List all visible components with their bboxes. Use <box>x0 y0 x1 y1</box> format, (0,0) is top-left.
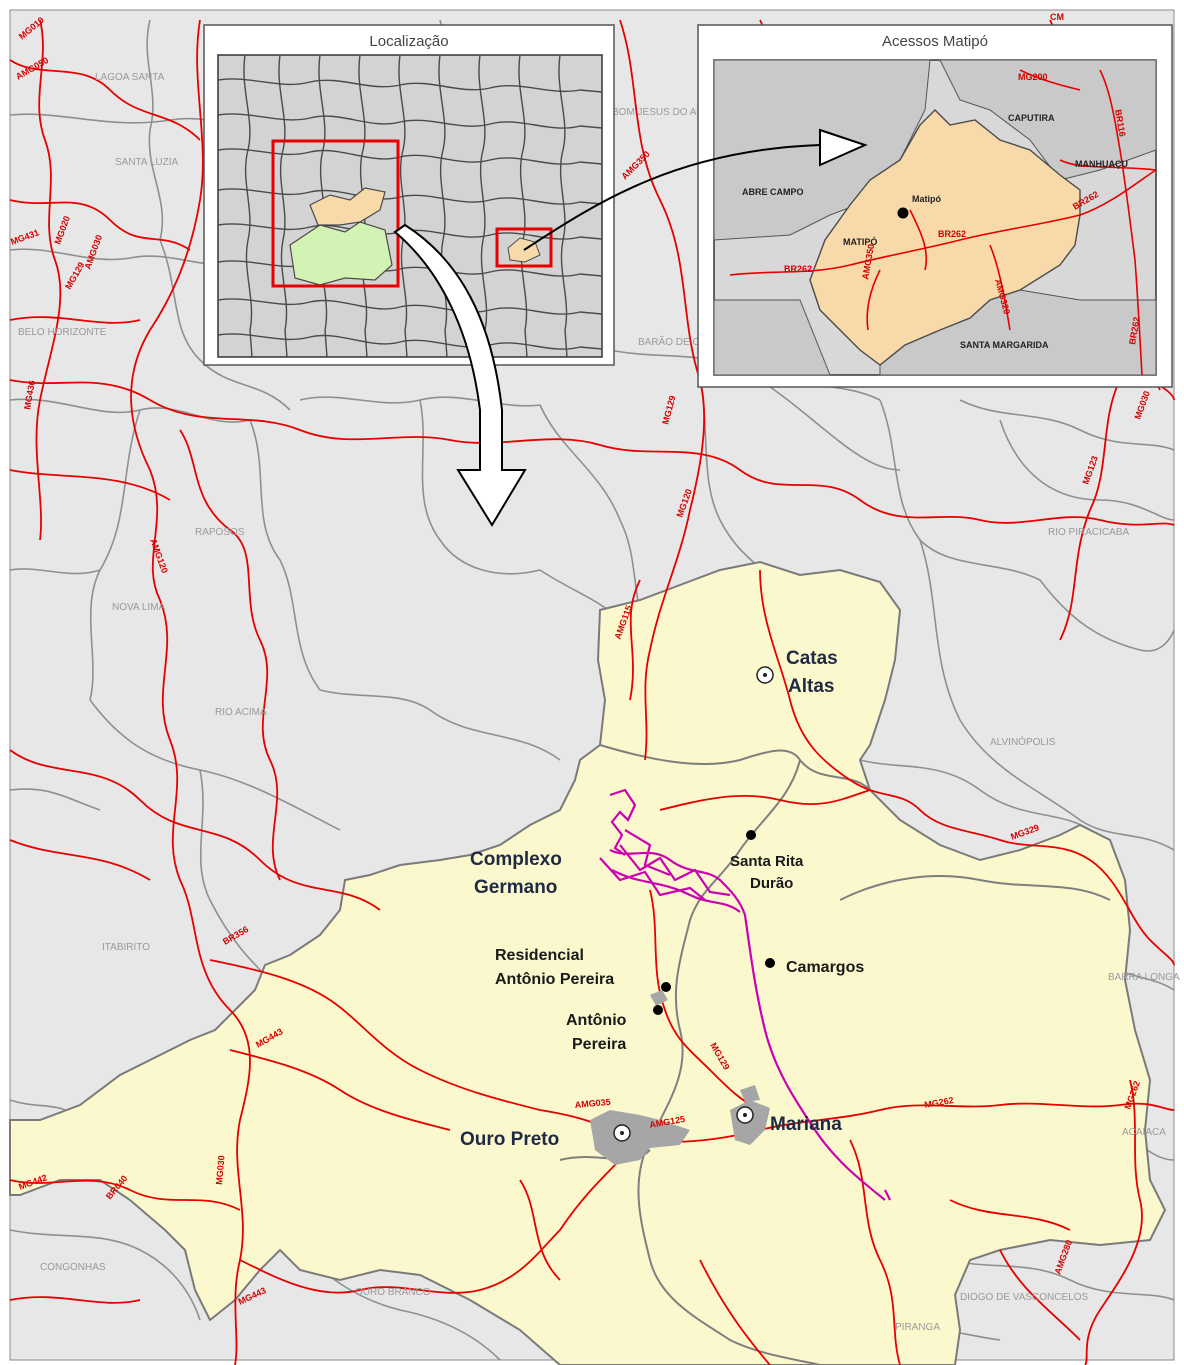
muni-santa-luzia: SANTA LUZIA <box>115 157 178 168</box>
pipeline <box>599 788 891 1201</box>
muni-raposos: RAPOSOS <box>195 527 245 538</box>
muni-itabirito: ITABIRITO <box>102 942 150 953</box>
location-inset-matipo-box <box>495 227 553 268</box>
label-mariana: Mariana <box>770 1114 842 1135</box>
access-road-label: BR262 <box>784 264 812 274</box>
muni-lagoa-santa: LAGOA SANTA <box>95 72 165 83</box>
road-label: MG030 <box>214 1155 227 1185</box>
camargos-marker <box>765 958 775 968</box>
location-inset-study-orange <box>309 187 386 226</box>
arrow-to-access-inset-head <box>819 128 868 167</box>
muni-bom-jesus: BOM JESUS DO AMPARO <box>612 107 733 118</box>
access-inset-title: Acessos Matipó <box>882 33 988 50</box>
access-road-label: MG200 <box>1018 72 1048 82</box>
district-boundaries <box>559 744 1111 1365</box>
access-road-label: BR116 <box>1113 109 1128 138</box>
muni-ouro-branco: OURO BRANCO <box>355 1287 431 1298</box>
access-inset-matipo-area <box>809 109 1081 366</box>
access-muni-santa-margarida: SANTA MARGARIDA <box>960 340 1049 350</box>
access-muni-caputira: CAPUTIRA <box>1008 113 1055 123</box>
settlement-markers <box>613 666 775 1142</box>
municipality-labels: LAGOA SANTA SANTA LUZIA BOM JESUS DO AMP… <box>18 72 1180 1333</box>
road-label: AMG035 <box>574 1097 611 1110</box>
access-inset-roads <box>729 69 1157 376</box>
location-inset-study-green <box>289 221 393 286</box>
muni-piranga: PIRANGA <box>895 1322 940 1333</box>
label-camargos: Camargos <box>786 959 864 976</box>
arrow-to-access-inset <box>523 144 821 251</box>
muni-belo-horizonte: BELO HORIZONTE <box>18 327 107 338</box>
residencial-marker <box>661 982 671 992</box>
location-inset: Localização <box>203 24 615 366</box>
muni-diogo: DIOGO DE VASCONCELOS <box>960 1292 1089 1303</box>
road-label: CM <box>1050 12 1064 22</box>
antonio-pereira-marker <box>653 1005 663 1015</box>
location-inset-title: Localização <box>369 33 448 50</box>
muni-rio-piracicaba: RIO PIRACICABA <box>1048 527 1129 538</box>
study-area <box>9 560 1167 1365</box>
santa-rita-marker <box>746 830 756 840</box>
arrow-to-map <box>393 223 527 527</box>
muni-nova-lima: NOVA LIMA <box>112 602 165 613</box>
muni-rio-acima: RIO ACIMA <box>215 707 267 718</box>
access-muni-abre-campo: ABRE CAMPO <box>742 187 804 197</box>
access-inset-town-label: Matipó <box>912 194 941 204</box>
access-road-label: BR262 <box>938 229 966 239</box>
label-ouro-preto: Ouro Preto <box>460 1129 559 1150</box>
muni-alvinopolis: ALVINÓPOLIS <box>990 735 1056 748</box>
access-inset-town-marker <box>897 207 909 219</box>
access-muni-manhuacu: MANHUAÇU <box>1075 159 1128 169</box>
muni-congonhas: CONGONHAS <box>40 1262 106 1273</box>
muni-barra-longa: BARRA LONGA <box>1108 972 1180 983</box>
access-muni-matipo: MATIPÓ <box>843 236 877 247</box>
location-inset-study-box <box>271 139 400 288</box>
muni-acaiaca: ACAIACA <box>1122 1127 1166 1138</box>
access-inset: Acessos Matipó CAPUTIRA MANHUAÇU ABRE CA… <box>697 24 1173 388</box>
inset-arrows <box>393 128 868 527</box>
access-road-label: BR262 <box>1127 316 1142 345</box>
